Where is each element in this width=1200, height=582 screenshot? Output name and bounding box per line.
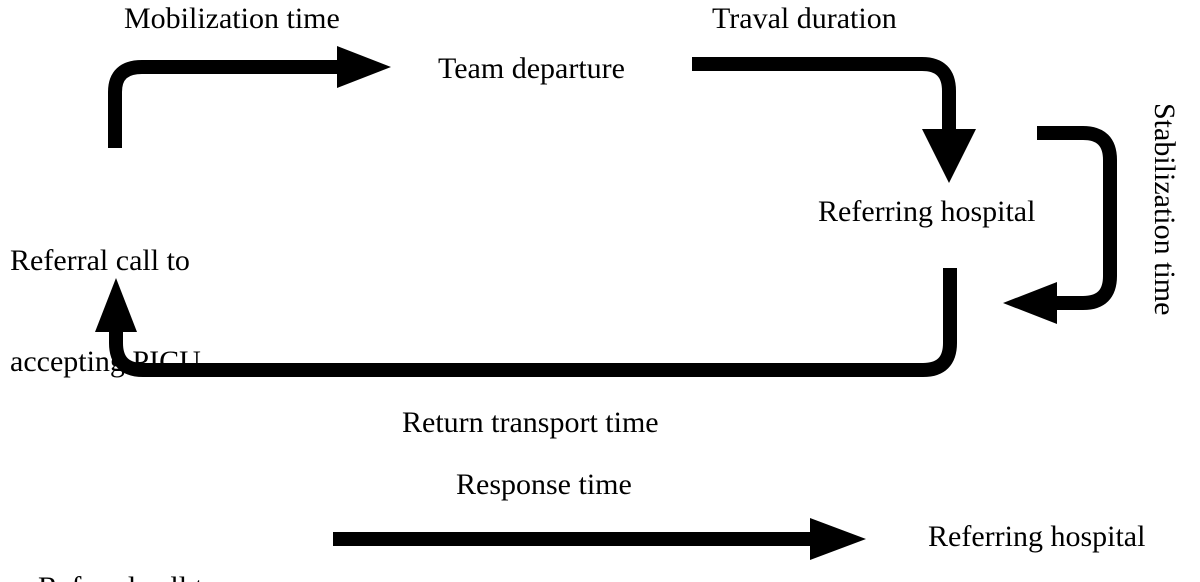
arrow-response-time: [333, 518, 866, 560]
node-label-line-1: Referral call to: [38, 571, 229, 582]
arrow-traval-duration-shaft: [692, 57, 956, 131]
arrow-response-time-head: [810, 518, 866, 560]
edge-label-mobilization-time: Mobilization time: [124, 2, 340, 35]
arrow-mobilization-time-head: [337, 46, 391, 88]
edge-label-traval-duration: Traval duration: [712, 2, 897, 35]
arrow-traval-duration: [692, 57, 976, 183]
node-label-referring-hospital-middle: Referring hospital: [818, 195, 1036, 228]
arrow-stabilization-time-shaft: [1037, 126, 1117, 310]
node-label-team-departure: Team departure: [438, 52, 625, 85]
arrow-return-transport-time-head: [95, 278, 137, 332]
node-label-line-2: accepting PICU: [10, 345, 201, 379]
arrow-stabilization-time-head: [1003, 282, 1057, 324]
arrow-return-transport-time-shaft: [109, 268, 957, 377]
arrow-mobilization-time-shaft: [108, 60, 339, 148]
edge-label-response-time: Response time: [456, 468, 632, 501]
edge-label-return-transport-time: Return transport time: [402, 406, 659, 439]
arrow-stabilization-time: [1003, 126, 1117, 324]
node-label-referral-call-accepting-picu-bottom: Referral call to accepting PICU: [38, 503, 229, 582]
arrow-traval-duration-head: [922, 129, 976, 183]
node-label-referral-call-accepting-picu-top: Referral call to accepting PICU: [10, 176, 201, 447]
arrow-mobilization-time: [108, 46, 391, 148]
edge-label-stabilization-time: Stabilization time: [1147, 103, 1181, 316]
node-label-line-1: Referral call to: [10, 243, 190, 277]
node-label-referring-hospital-bottom: Referring hospital: [928, 520, 1146, 553]
arrow-return-transport-time: [95, 268, 957, 377]
